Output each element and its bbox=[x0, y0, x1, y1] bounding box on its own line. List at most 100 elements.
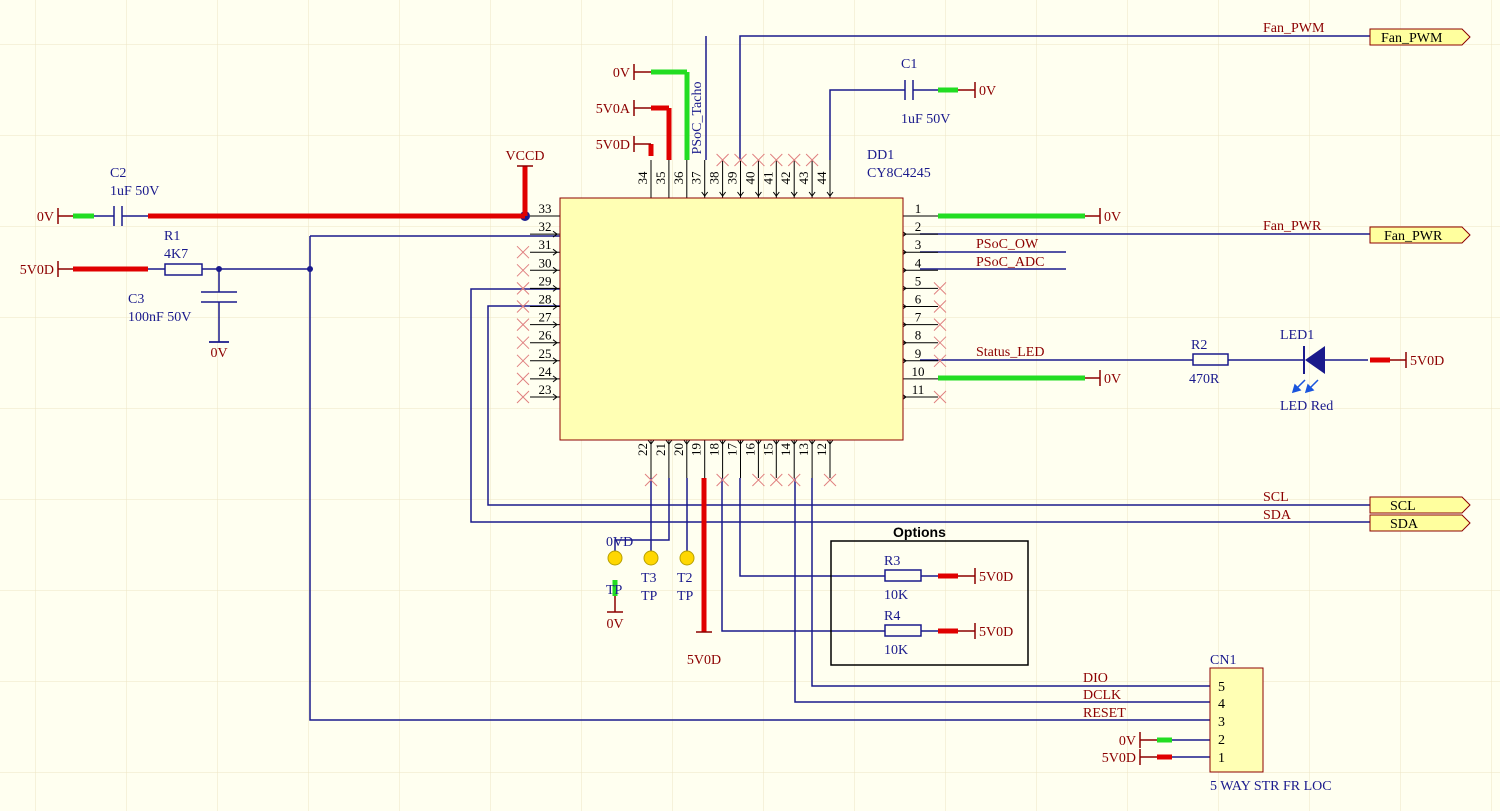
junction-dot bbox=[216, 266, 222, 272]
no-connect-mark bbox=[516, 390, 530, 404]
pin-io-marker bbox=[808, 439, 816, 445]
pin-io-marker bbox=[772, 191, 780, 197]
options-title: Options bbox=[893, 524, 946, 540]
net-label-fan-pwm: Fan_PWM bbox=[1263, 21, 1325, 36]
tp-net-0vd: 0VD bbox=[606, 535, 633, 550]
resistor-r4[interactable] bbox=[884, 624, 938, 637]
net-label-status-led: Status_LED bbox=[976, 345, 1044, 360]
no-connect-mark bbox=[734, 153, 747, 167]
test-point-gnd[interactable] bbox=[607, 550, 623, 566]
no-connect-mark bbox=[805, 153, 819, 167]
capacitor-c3[interactable] bbox=[201, 291, 237, 303]
port-label-fan-pwm: Fan_PWM bbox=[1381, 31, 1443, 46]
chip-pin-number: 38 bbox=[707, 172, 722, 185]
tp-gnd-value: TP bbox=[606, 583, 623, 598]
pin-io-marker bbox=[826, 439, 834, 445]
port-fan-pwr[interactable]: Fan_PWR bbox=[1369, 226, 1471, 244]
no-connect-mark bbox=[516, 354, 530, 368]
chip-pin-number: 12 bbox=[814, 443, 829, 456]
chip-pin-number: 5 bbox=[915, 273, 922, 288]
port-fan-pwm[interactable]: Fan_PWM bbox=[1369, 28, 1471, 46]
resistor-r1[interactable] bbox=[148, 263, 203, 276]
no-connect-mark bbox=[933, 282, 947, 295]
chip-pin-number: 2 bbox=[915, 219, 922, 234]
chip-body[interactable] bbox=[559, 197, 904, 441]
c1-value: 1uF 50V bbox=[901, 112, 950, 127]
led1-ref: LED1 bbox=[1280, 328, 1314, 343]
test-point-t3[interactable] bbox=[643, 550, 659, 566]
power-label-0v: 0V bbox=[210, 346, 227, 361]
chip-pin-number: 32 bbox=[539, 219, 552, 234]
t3-ref: T3 bbox=[641, 571, 657, 586]
net-label-psoc-adc: PSoC_ADC bbox=[976, 255, 1044, 270]
no-connect-mark bbox=[516, 263, 530, 277]
chip-pin-number: 34 bbox=[635, 171, 650, 185]
resistor-r2[interactable] bbox=[1192, 353, 1229, 366]
no-connect-mark bbox=[516, 372, 530, 386]
power-label-0v: 0V bbox=[606, 617, 623, 632]
r2-ref: R2 bbox=[1191, 338, 1207, 353]
chip-part: CY8C4245 bbox=[867, 166, 931, 181]
capacitor-c1[interactable] bbox=[904, 80, 938, 100]
r4-value: 10K bbox=[884, 643, 908, 658]
pin-io-marker bbox=[826, 191, 834, 197]
power-stubs bbox=[73, 69, 1390, 760]
power-label-0v: 0V bbox=[1104, 372, 1121, 387]
t3-value: TP bbox=[641, 589, 658, 604]
pin-io-marker bbox=[701, 191, 709, 197]
chip-pin-number: 40 bbox=[742, 172, 757, 185]
t2-ref: T2 bbox=[677, 571, 693, 586]
port-scl[interactable]: SCL bbox=[1369, 496, 1471, 514]
cn1-pin-2: 2 bbox=[1218, 733, 1225, 748]
net-label-fan-pwr: Fan_PWR bbox=[1263, 219, 1322, 234]
port-label-scl: SCL bbox=[1390, 499, 1416, 514]
chip-pin-number: 36 bbox=[671, 171, 686, 185]
chip-pin-number: 13 bbox=[796, 443, 811, 456]
no-connect-mark bbox=[752, 153, 765, 167]
chip-pin-number: 22 bbox=[635, 443, 650, 456]
no-connect-mark bbox=[644, 473, 658, 487]
port-sda[interactable]: SDA bbox=[1369, 514, 1471, 532]
no-connect-mark bbox=[716, 153, 729, 167]
no-connect-mark bbox=[516, 282, 530, 295]
led-diode[interactable] bbox=[1291, 346, 1325, 394]
resistor-r3[interactable] bbox=[884, 569, 938, 582]
pin-io-marker bbox=[755, 191, 762, 197]
chip-pin-number: 14 bbox=[778, 443, 793, 457]
capacitor-c2[interactable] bbox=[94, 206, 148, 226]
junction-dot bbox=[307, 266, 313, 272]
chip-pin-number: 25 bbox=[539, 346, 552, 361]
chip-pin-number: 16 bbox=[742, 443, 757, 457]
power-label-0v: 0V bbox=[1104, 210, 1121, 225]
no-connect-mark bbox=[516, 245, 530, 259]
no-connect-mark bbox=[787, 153, 801, 167]
pin-io-marker bbox=[808, 191, 816, 197]
no-connect-mark bbox=[933, 336, 947, 350]
no-connect-mark bbox=[933, 318, 947, 331]
chip-pin-number: 44 bbox=[814, 171, 829, 185]
r1-ref: R1 bbox=[164, 229, 180, 244]
pin-io-marker bbox=[772, 439, 780, 445]
chip-pin-number: 27 bbox=[539, 310, 553, 325]
no-connect-mark bbox=[516, 336, 530, 350]
pin-io-marker bbox=[552, 339, 558, 347]
chip-pin-number: 33 bbox=[539, 201, 552, 216]
power-label-0v: 0V bbox=[37, 210, 54, 225]
cn1-pin-1: 1 bbox=[1218, 751, 1225, 766]
pin-io-marker bbox=[665, 439, 673, 445]
t2-value: TP bbox=[677, 589, 694, 604]
pin-io-marker bbox=[552, 303, 558, 310]
pin-io-marker bbox=[790, 191, 798, 197]
no-connect-mark bbox=[716, 473, 729, 487]
no-connect-mark bbox=[769, 473, 783, 487]
connector-cn1[interactable] bbox=[1209, 667, 1264, 773]
no-connect-mark bbox=[752, 473, 765, 487]
power-label-5v0d: 5V0D bbox=[1410, 354, 1444, 369]
pin-io-marker bbox=[552, 357, 558, 365]
power-label-0v: 0V bbox=[979, 84, 996, 99]
chip-pin-number: 35 bbox=[653, 172, 668, 185]
cn1-pin-5: 5 bbox=[1218, 680, 1225, 695]
test-point-t2[interactable] bbox=[679, 550, 695, 566]
pin-io-marker bbox=[719, 191, 726, 197]
